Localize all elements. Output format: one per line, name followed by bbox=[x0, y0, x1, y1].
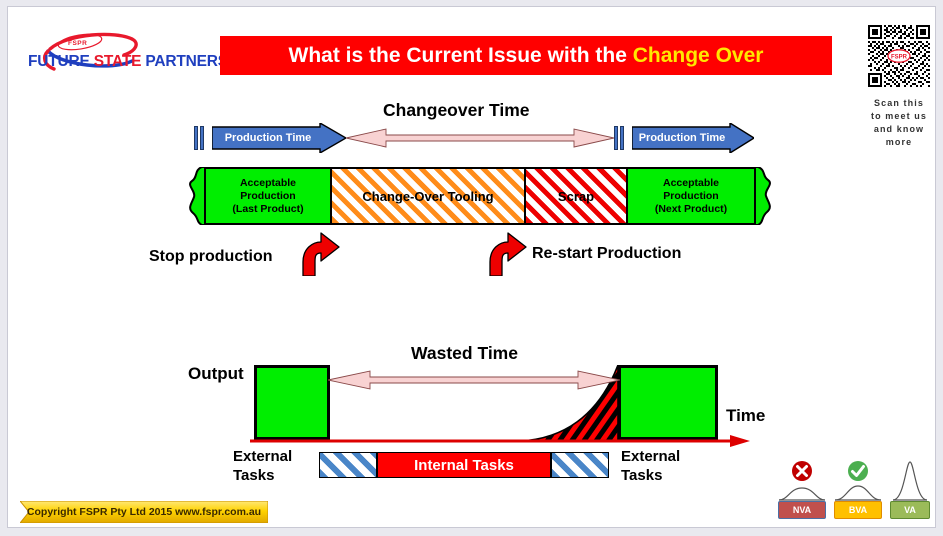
bell-curve-narrow-icon bbox=[892, 461, 928, 501]
band-segment-label: Scrap bbox=[557, 188, 595, 204]
legend-pill-va: VA bbox=[890, 501, 930, 519]
production-time-label-left: Production Time bbox=[224, 132, 312, 144]
legend-item-bva[interactable]: BVA bbox=[834, 460, 882, 519]
band-segment-changeover-tooling: Change-Over Tooling bbox=[332, 167, 526, 225]
chart-x-axis-arrow bbox=[250, 435, 750, 447]
band-segment-line-2: Production bbox=[663, 189, 719, 202]
internal-tasks-label: Internal Tasks bbox=[414, 456, 514, 474]
external-tasks-label-right: External Tasks bbox=[621, 447, 680, 485]
chart-bar-output-after bbox=[618, 365, 718, 440]
curved-up-arrow-icon-restart bbox=[489, 232, 527, 276]
qr-center-logo-icon: FSPR bbox=[887, 49, 911, 63]
chart-bar-output-before bbox=[254, 365, 330, 440]
title-banner: What is the Current Issue with the Chang… bbox=[220, 36, 832, 75]
legend-item-nva[interactable]: NVA bbox=[778, 460, 826, 519]
value-add-legend: NVA BVA VA bbox=[778, 459, 938, 519]
company-logo: FSPR FUTURE STATE PARTNERS bbox=[20, 27, 228, 75]
page-title: What is the Current Issue with the Chang… bbox=[289, 44, 764, 68]
wasted-time-label: Wasted Time bbox=[411, 343, 518, 363]
legend-item-va[interactable]: VA bbox=[890, 460, 930, 519]
band-segment-scrap: Scrap bbox=[526, 167, 628, 225]
band-segment-acceptable-last: Acceptable Production (Last Product) bbox=[204, 167, 332, 225]
legend-label-nva: NVA bbox=[792, 505, 812, 515]
logo-word-future: FUTURE bbox=[28, 53, 90, 70]
external-tasks-left-line-2: Tasks bbox=[233, 467, 275, 484]
qr-caption-line-3: and know bbox=[873, 124, 925, 134]
band-segment-line-1: Acceptable bbox=[239, 176, 296, 189]
double-arrow-icon bbox=[345, 128, 615, 148]
band-segment-line-3: (Next Product) bbox=[654, 202, 728, 215]
copyright-text: Copyright FSPR Pty Ltd 2015 www.fspr.com… bbox=[26, 506, 262, 518]
restart-production-label: Re-start Production bbox=[532, 245, 682, 262]
qr-caption-line-1: Scan this bbox=[874, 98, 924, 108]
logo-mark-text: FSPR bbox=[68, 40, 88, 47]
production-time-arrow-left: Production Time bbox=[211, 121, 348, 155]
arrow-right-icon bbox=[211, 121, 348, 155]
band-segment-line-2: Production bbox=[240, 189, 296, 202]
page-title-highlight: Change Over bbox=[632, 43, 764, 67]
changeover-time-label: Changeover Time bbox=[383, 100, 530, 120]
changeover-span-arrow bbox=[345, 127, 615, 149]
tick-mark bbox=[620, 126, 624, 150]
external-tasks-left-line-1: External bbox=[233, 448, 293, 465]
band-segment-line-3: (Last Product) bbox=[232, 202, 304, 215]
production-timeline-row: Production Time Production Time bbox=[194, 121, 756, 155]
page-title-main: What is the Current Issue with the bbox=[288, 43, 633, 67]
copyright-ribbon: Copyright FSPR Pty Ltd 2015 www.fspr.com… bbox=[20, 501, 268, 523]
external-tasks-right-line-1: External bbox=[621, 448, 681, 465]
qr-caption-line-4: more bbox=[885, 137, 913, 147]
qr-caption: Scan this to meet us and know more bbox=[857, 97, 941, 149]
internal-task-bar: Internal Tasks bbox=[377, 452, 551, 478]
external-task-bar-left bbox=[319, 452, 377, 478]
qr-block: FSPR Scan this to meet us and know more bbox=[857, 25, 941, 155]
cross-icon bbox=[792, 461, 812, 481]
external-task-bar-right bbox=[551, 452, 609, 478]
task-bar-row: Internal Tasks bbox=[319, 452, 609, 478]
legend-label-bva: BVA bbox=[848, 505, 868, 515]
bell-curve-wide-icon bbox=[778, 487, 826, 501]
tick-mark bbox=[200, 126, 204, 150]
band-segment-label: Change-Over Tooling bbox=[362, 188, 494, 204]
output-time-chart: Wasted Time Output Time bbox=[188, 337, 768, 447]
tick-marks-left bbox=[194, 126, 208, 150]
production-time-label-right: Production Time bbox=[638, 132, 726, 144]
band-segment-line-1: Acceptable bbox=[662, 176, 720, 189]
legend-pill-bva: BVA bbox=[834, 501, 882, 519]
legend-pill-nva: NVA bbox=[778, 501, 826, 519]
logo-wordmark: FUTURE STATE PARTNERS bbox=[28, 53, 228, 71]
legend-label-va: VA bbox=[904, 505, 916, 515]
band-segment-acceptable-next: Acceptable Production (Next Product) bbox=[628, 167, 756, 225]
external-tasks-label-left: External Tasks bbox=[233, 447, 292, 485]
tick-mark bbox=[194, 126, 198, 150]
logo-word-state: STATE bbox=[93, 53, 142, 70]
bell-curve-medium-icon bbox=[834, 485, 882, 501]
curved-up-arrow-icon-stop bbox=[302, 232, 340, 276]
chart-y-axis-label: Output bbox=[188, 364, 244, 383]
tick-marks-right bbox=[614, 126, 628, 150]
logo-swoosh-icon bbox=[42, 32, 138, 71]
production-time-arrow-right: Production Time bbox=[631, 121, 756, 155]
wasted-time-double-arrow-icon bbox=[328, 370, 620, 390]
check-icon bbox=[848, 461, 868, 481]
external-tasks-right-line-2: Tasks bbox=[621, 467, 663, 484]
slide-canvas: FSPR FUTURE STATE PARTNERS What is the C… bbox=[7, 6, 936, 528]
qr-caption-line-2: to meet us bbox=[870, 111, 927, 121]
logo-word-partners: PARTNERS bbox=[145, 53, 228, 70]
process-band: Acceptable Production (Last Product) Cha… bbox=[189, 167, 771, 225]
ribbon-shape-icon bbox=[20, 501, 268, 523]
stop-production-label: Stop production bbox=[149, 248, 273, 265]
chart-x-axis-label: Time bbox=[726, 406, 766, 425]
tick-mark bbox=[614, 126, 618, 150]
qr-code-icon[interactable]: FSPR bbox=[868, 25, 930, 87]
svg-text:FSPR: FSPR bbox=[891, 55, 908, 61]
arrow-right-icon bbox=[631, 121, 756, 155]
